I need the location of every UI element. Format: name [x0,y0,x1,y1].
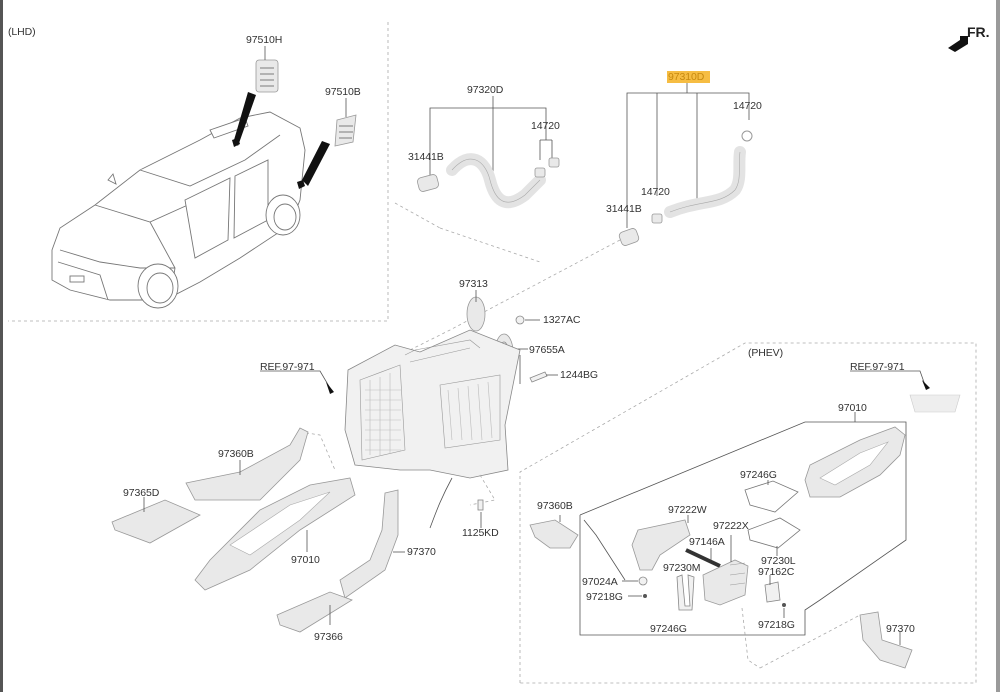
part-label[interactable]: 97218G [586,591,623,603]
part-label[interactable]: 97320D [467,84,504,96]
part-label[interactable]: 97510H [246,34,283,46]
part-label[interactable]: 97365D [123,487,160,499]
case-97222W [631,515,691,571]
section-label-lhd: (LHD) [8,26,36,38]
part-label[interactable]: 14720 [733,100,762,112]
hose-assembly-97320D [394,96,560,229]
reference-label[interactable]: REF.97-971 [260,361,315,373]
bracket-97230M [676,574,695,611]
part-label[interactable]: 97218G [758,619,795,631]
part-label[interactable]: 31441B [408,151,444,163]
part-label[interactable]: 14720 [641,186,670,198]
filter-97230L [747,517,801,556]
part-label[interactable]: 97222W [668,504,707,516]
part-label[interactable]: 1327AC [543,314,581,326]
filter-strip-97146A [685,548,721,568]
ref-right-part [909,394,961,413]
duct-97360B-left [185,427,309,501]
duct-97010-left [194,477,356,591]
duct-97010-phev [804,426,906,498]
ref-left-leader [260,370,331,389]
vehicle-illustration [51,111,306,309]
part-label[interactable]: 97246G [740,469,777,481]
screw-97218G-left [643,594,647,598]
part-label[interactable]: 97222X [713,520,749,532]
vent-97510H [255,46,279,93]
duct-97370-left [339,489,405,599]
clip-97024A [622,576,648,586]
clip-1327AC [515,315,540,325]
part-label[interactable]: 97246G [650,623,687,635]
part-label[interactable]: 97313 [459,278,488,290]
phev-section-frame [519,342,977,684]
sensor-97162C [764,575,781,603]
part-label[interactable]: 31441B [606,203,642,215]
part-label[interactable]: 1125KD [462,527,499,539]
filter-97246G-top [744,480,799,513]
duct-97360B-phev [529,515,626,581]
part-label-highlighted[interactable]: 97310D [667,71,711,83]
window-right-scrollbar[interactable] [996,0,1000,692]
part-label[interactable]: 97360B [537,500,573,512]
part-label[interactable]: 97024A [582,576,618,588]
leader-97510H [234,92,256,146]
lhd-section-frame [8,22,389,322]
part-label[interactable]: 97162C [758,566,795,578]
orientation-label: FR. [967,24,990,40]
vent-97510B [334,98,357,147]
hose-assembly-97310D [618,83,753,246]
part-label[interactable]: 97510B [325,86,361,98]
part-label[interactable]: 1244BG [560,369,598,381]
part-label[interactable]: 97360B [218,448,254,460]
duct-97366 [276,591,353,633]
front-arrow-icon [948,36,968,52]
reference-label[interactable]: REF.97-971 [850,361,905,373]
case-97222X [702,535,749,606]
part-label[interactable]: 97230M [663,562,701,574]
section-label-phev: (PHEV) [748,347,783,359]
part-label[interactable]: 97010 [291,554,320,566]
part-label[interactable]: 97010 [838,402,867,414]
duct-97365D [111,497,201,544]
part-label[interactable]: 97146A [689,536,725,548]
leader-97510B [302,141,330,186]
part-label[interactable]: 97366 [314,631,343,643]
part-label[interactable]: 97230L [761,555,796,567]
part-label[interactable]: 97370 [886,623,915,635]
phev-bracket-97010 [579,421,907,636]
bolt-1125KD [477,499,484,528]
seal-97313 [466,290,486,332]
duct-97370-phev [859,611,913,669]
hvac-unit [344,329,521,479]
screw-1244BG [519,355,558,384]
part-label[interactable]: 14720 [531,120,560,132]
window-left-border [0,0,3,692]
screw-97218G-right [782,603,786,607]
part-label[interactable]: 97655A [529,344,565,356]
part-label[interactable]: 97370 [407,546,436,558]
